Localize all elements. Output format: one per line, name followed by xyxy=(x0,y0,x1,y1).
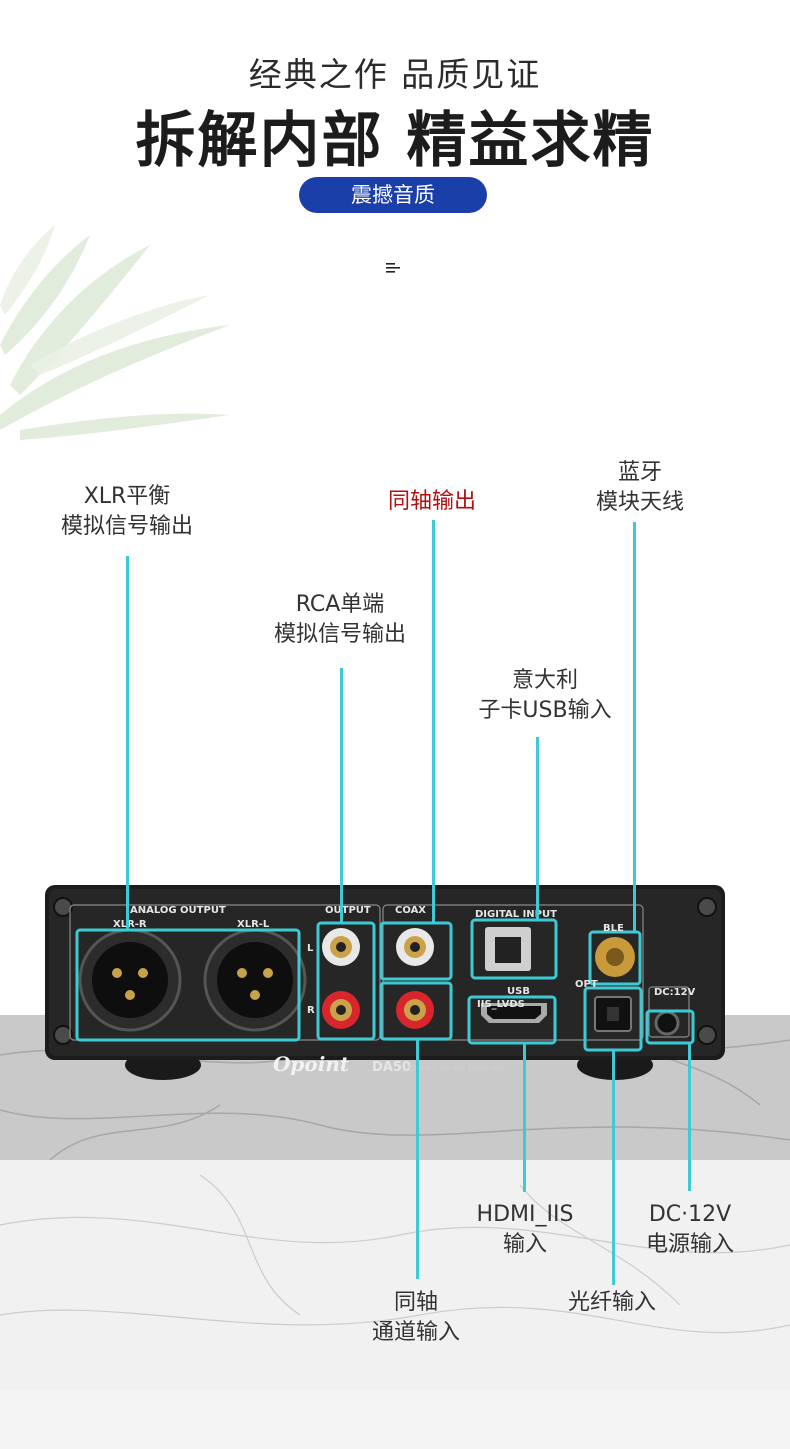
panel-digital-input: DIGITAL INPUT xyxy=(475,909,557,920)
panel-iis: IIS_LVDS xyxy=(477,999,525,1010)
panel-analog-output: ANALOG OUTPUT xyxy=(130,905,226,916)
brand-logo: Opoint xyxy=(273,1052,350,1076)
dac-back-panel: ANALOG OUTPUT XLR-R XLR-L OUTPUT COAX DI… xyxy=(45,885,725,1080)
coax-in-label: 同轴通道输入 xyxy=(371,1290,460,1345)
panel-coax: COAX xyxy=(395,905,426,916)
panel-ble: BLE xyxy=(603,923,624,934)
headline: 拆解内部 精益求精 xyxy=(135,106,655,176)
rca-label: RCA单端模拟信号输出 xyxy=(273,592,406,647)
coax-in-pointer-line xyxy=(416,1039,419,1279)
ble-pointer-line xyxy=(633,522,636,932)
optical-label: 光纤输入 xyxy=(567,1290,656,1315)
rca-pointer-line xyxy=(340,668,343,923)
model-name: DA50 xyxy=(372,1060,411,1075)
hdmi-pointer-line xyxy=(523,1044,526,1192)
subtitle: 经典之作 品质见证 xyxy=(248,55,542,94)
panel-r: R xyxy=(307,1005,315,1016)
panel-dc: DC:12V xyxy=(654,987,696,998)
panel-l: L xyxy=(307,943,314,954)
panel-xlr-r: XLR-R xyxy=(113,919,147,930)
panel-output: OUTPUT xyxy=(325,905,371,916)
model-desc: Stereo Audio Decoder xyxy=(407,1064,506,1074)
coax-out-pointer-line xyxy=(432,520,435,922)
ble-label: 蓝牙模块天线 xyxy=(595,460,684,515)
badge-pill: 震撼音质 xyxy=(299,177,487,213)
optical-pointer-line xyxy=(612,1050,615,1285)
floor-band xyxy=(0,1390,790,1449)
coax-out-label: 同轴输出 xyxy=(387,489,476,514)
panel-xlr-l: XLR-L xyxy=(237,919,270,930)
dc-pointer-line xyxy=(688,1043,691,1191)
xlr-pointer-line xyxy=(126,556,129,931)
usb-pointer-line xyxy=(536,737,539,921)
xlr-label: XLR平衡模拟信号输出 xyxy=(60,484,193,539)
usb-label: 意大利子卡USB输入 xyxy=(478,668,612,723)
menu-icon xyxy=(386,263,400,273)
panel-opt: OPT xyxy=(575,979,598,990)
leaf-decoration xyxy=(0,225,230,440)
panel-usb: USB xyxy=(507,986,530,997)
